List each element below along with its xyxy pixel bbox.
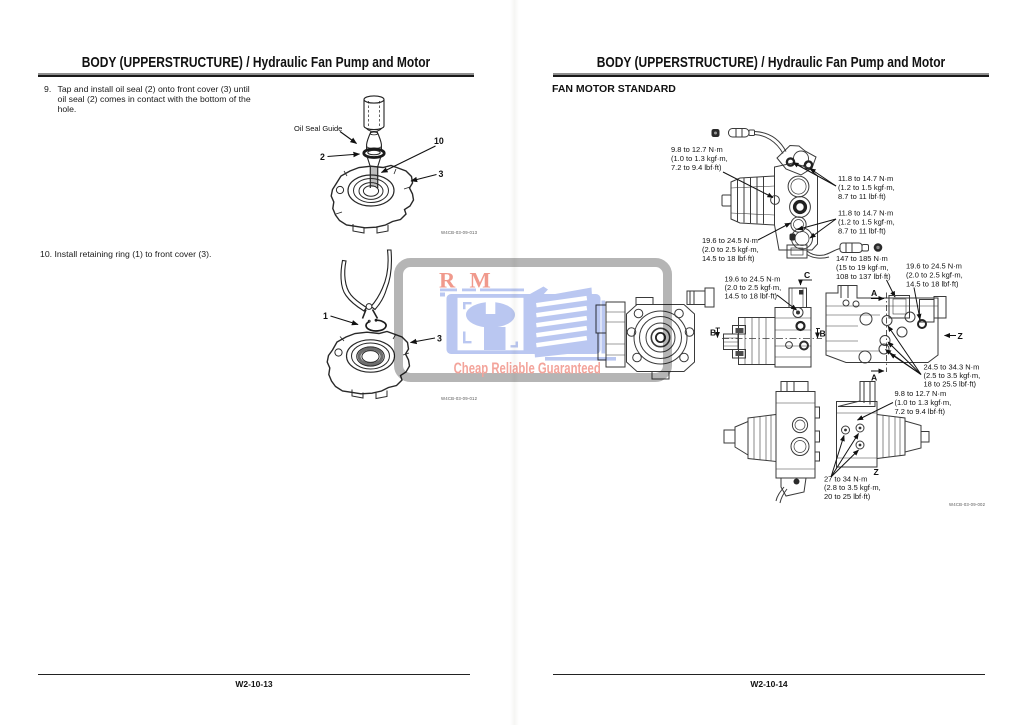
svg-text:(2.5 to 3.5 kgf·m,: (2.5 to 3.5 kgf·m, [924,371,981,380]
svg-text:24.5 to 34.3 N·m: 24.5 to 34.3 N·m [924,362,980,371]
svg-text:9.8 to 12.7 N·m: 9.8 to 12.7 N·m [895,389,947,398]
svg-text:10: 10 [434,136,444,146]
svg-text:(1.0 to 1.3 kgf·m,: (1.0 to 1.3 kgf·m, [895,398,952,407]
svg-text:M: M [470,268,491,293]
svg-text:8.7 to 11 lbf·ft): 8.7 to 11 lbf·ft) [838,227,886,236]
svg-text:19.6 to 24.5 N·m: 19.6 to 24.5 N·m [702,236,758,245]
svg-text:7.2 to 9.4 lbf·ft): 7.2 to 9.4 lbf·ft) [671,163,722,172]
svg-text:(2.0 to 2.5 kgf·m,: (2.0 to 2.5 kgf·m, [702,245,759,254]
svg-text:(2.0 to 2.5 kgf·m,: (2.0 to 2.5 kgf·m, [906,271,963,280]
svg-text:14.5 to 18 lbf·ft): 14.5 to 18 lbf·ft) [906,280,959,289]
svg-text:W4CB-03-09-012: W4CB-03-09-012 [441,396,478,401]
svg-text:1: 1 [323,311,328,321]
svg-text:Oil Seal Guide: Oil Seal Guide [294,124,342,133]
svg-text:14.5 to 18 lbf·ft): 14.5 to 18 lbf·ft) [725,292,778,301]
svg-text:27 to 34 N·m: 27 to 34 N·m [824,475,867,484]
svg-text:3: 3 [437,334,442,344]
svg-text:7.2 to 9.4 lbf·ft): 7.2 to 9.4 lbf·ft) [895,407,946,416]
svg-text:R: R [439,268,456,293]
svg-text:C: C [804,270,810,280]
svg-text:2: 2 [320,152,325,162]
svg-text:(2.8 to 3.5 kgf·m,: (2.8 to 3.5 kgf·m, [824,483,881,492]
svg-text:3: 3 [439,169,444,179]
svg-text:11.8 to 14.7 N·m: 11.8 to 14.7 N·m [838,209,893,218]
svg-text:W4CB-03-09-013: W4CB-03-09-013 [441,230,478,235]
svg-text:9.8 to 12.7 N·m: 9.8 to 12.7 N·m [671,145,723,154]
svg-text:Z: Z [874,467,879,477]
svg-text:(1.2 to 1.5 kgf·m,: (1.2 to 1.5 kgf·m, [838,183,895,192]
svg-text:(1.0 to 1.3 kgf·m,: (1.0 to 1.3 kgf·m, [671,154,728,163]
svg-text:A: A [871,373,877,383]
svg-text:(15 to 19 kgf·m,: (15 to 19 kgf·m, [836,263,889,272]
svg-text:B: B [710,328,716,338]
svg-text:(1.2 to 1.5 kgf·m,: (1.2 to 1.5 kgf·m, [838,218,895,227]
svg-text:11.8 to 14.7 N·m: 11.8 to 14.7 N·m [838,174,893,183]
svg-text:Cheap Reliable Guaranteed: Cheap Reliable Guaranteed [454,360,601,377]
svg-text:14.5 to 18 lbf·ft): 14.5 to 18 lbf·ft) [702,254,755,263]
svg-text:19.6 to 24.5 N·m: 19.6 to 24.5 N·m [725,274,781,283]
svg-text:20 to 25 lbf·ft): 20 to 25 lbf·ft) [824,492,871,501]
svg-text:18 to 25.5 lbf·ft): 18 to 25.5 lbf·ft) [924,380,977,389]
svg-text:8.7 to 11 lbf·ft): 8.7 to 11 lbf·ft) [838,192,886,201]
svg-text:108 to 137 lbf·ft): 108 to 137 lbf·ft) [836,272,891,281]
svg-text:Z: Z [958,331,963,341]
svg-text:W4CB-03-09-002: W4CB-03-09-002 [949,502,986,507]
svg-text:A: A [871,288,877,298]
svg-text:B: B [820,329,826,339]
svg-text:147 to 185 N·m: 147 to 185 N·m [836,254,888,263]
svg-text:19.6 to 24.5 N·m: 19.6 to 24.5 N·m [906,262,962,271]
svg-text:(2.0 to 2.5 kgf·m,: (2.0 to 2.5 kgf·m, [725,283,782,292]
